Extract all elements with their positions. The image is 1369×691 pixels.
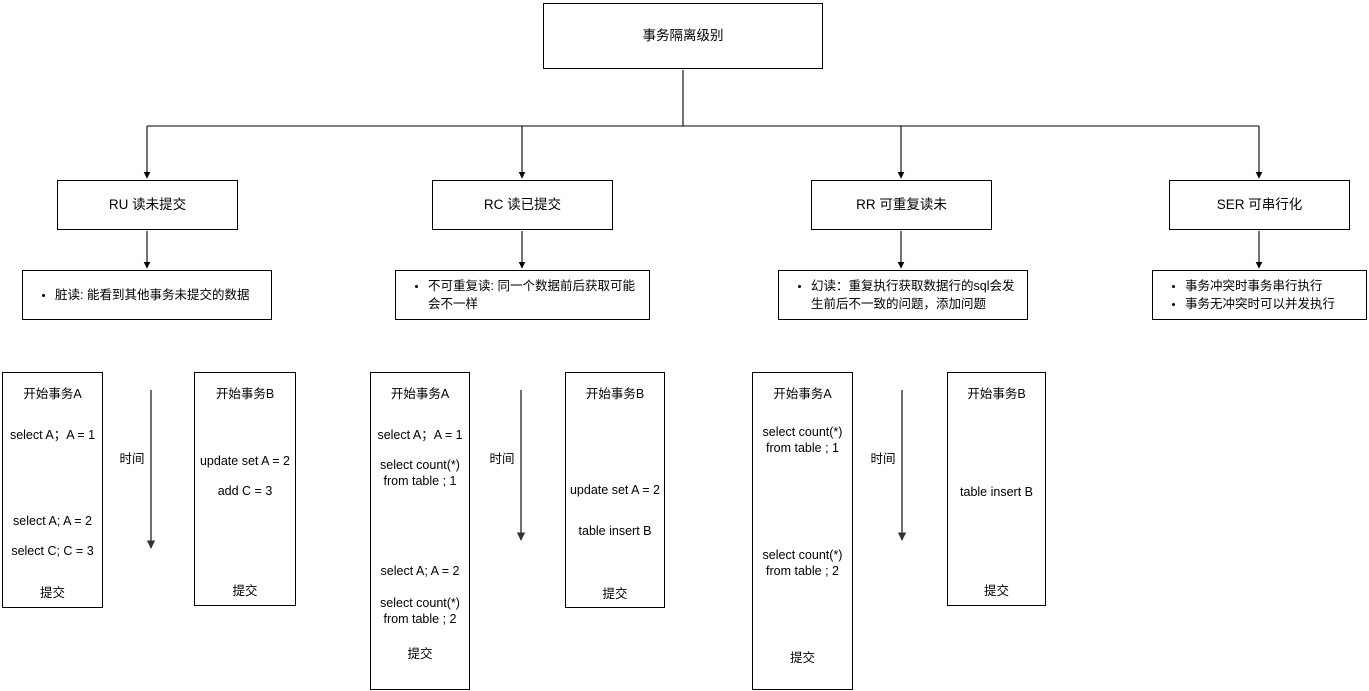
desc-node-ser-bullets: 事务冲突时事务串行执行 事务无冲突时可以并发执行 <box>1171 277 1335 313</box>
desc-node-rc-bullets: 不可重复读: 同一个数据前后获取可能会不一样 <box>414 277 639 313</box>
list-item: 事务无冲突时可以并发执行 <box>1185 295 1335 313</box>
tx-commit: 提交 <box>602 587 628 601</box>
tx-title: 开始事务A <box>23 387 82 401</box>
level-node-ser[interactable]: SER 可串行化 <box>1169 180 1350 230</box>
tx-box-rc-b[interactable]: 开始事务B update set A = 2 table insert B 提交 <box>565 372 665 608</box>
tx-commit: 提交 <box>407 647 433 661</box>
list-item: 事务冲突时事务串行执行 <box>1185 277 1335 295</box>
level-node-ru[interactable]: RU 读未提交 <box>57 180 238 230</box>
tx-step: table insert B <box>578 524 652 538</box>
tx-step: update set A = 2 <box>199 454 290 468</box>
desc-node-rc[interactable]: 不可重复读: 同一个数据前后获取可能会不一样 <box>395 270 650 320</box>
tx-box-rc-a[interactable]: 开始事务A select A；A = 1 select count(*) fro… <box>370 372 470 690</box>
tx-step: select A；A = 1 <box>9 428 96 442</box>
level-node-rr[interactable]: RR 可重复读未 <box>811 180 992 230</box>
tx-step: select count(*) from table ; 1 <box>380 458 460 488</box>
list-item: 不可重复读: 同一个数据前后获取可能会不一样 <box>428 277 639 313</box>
desc-node-rr[interactable]: 幻读：重复执行获取数据行的sql会发生前后不一致的问题，添加问题 <box>778 270 1028 320</box>
tx-commit: 提交 <box>983 584 1009 598</box>
timeline-label-rr: 时间 <box>870 452 896 466</box>
tx-step: select count(*) from table ; 2 <box>762 548 843 578</box>
level-node-ser-label: SER 可串行化 <box>1216 196 1303 212</box>
tx-title: 开始事务A <box>390 387 450 401</box>
tx-step: update set A = 2 <box>569 483 660 497</box>
tx-step: select A；A = 1 <box>377 428 463 442</box>
list-item: 幻读：重复执行获取数据行的sql会发生前后不一致的问题，添加问题 <box>811 277 1017 313</box>
desc-node-ru[interactable]: 脏读: 能看到其他事务未提交的数据 <box>22 270 272 320</box>
level-node-rc[interactable]: RC 读已提交 <box>432 180 613 230</box>
desc-node-ru-bullets: 脏读: 能看到其他事务未提交的数据 <box>41 286 249 304</box>
root-node-label: 事务隔离级别 <box>642 27 724 43</box>
root-node[interactable]: 事务隔离级别 <box>543 3 823 69</box>
desc-node-ser[interactable]: 事务冲突时事务串行执行 事务无冲突时可以并发执行 <box>1152 270 1367 320</box>
list-item: 脏读: 能看到其他事务未提交的数据 <box>55 286 249 304</box>
tx-commit: 提交 <box>39 586 65 600</box>
tx-commit: 提交 <box>232 584 258 598</box>
desc-node-rr-bullets: 幻读：重复执行获取数据行的sql会发生前后不一致的问题，添加问题 <box>797 277 1017 313</box>
tx-box-rr-a[interactable]: 开始事务A select count(*) from table ; 1 sel… <box>752 372 853 690</box>
tx-commit: 提交 <box>789 651 815 665</box>
tx-step: select count(*) from table ; 2 <box>380 596 460 626</box>
level-node-rr-label: RR 可重复读未 <box>856 196 947 212</box>
tx-step: select A; A = 2 <box>380 564 460 578</box>
level-node-rc-label: RC 读已提交 <box>483 196 562 212</box>
level-node-ru-label: RU 读未提交 <box>108 196 187 212</box>
tx-step: select C; C = 3 <box>11 544 94 558</box>
tx-box-rr-b[interactable]: 开始事务B table insert B 提交 <box>947 372 1046 606</box>
timeline-label-rc: 时间 <box>489 452 515 466</box>
tx-title: 开始事务B <box>215 387 275 401</box>
tx-step: select count(*) from table ; 1 <box>762 425 843 455</box>
tx-step: add C = 3 <box>217 484 273 498</box>
timeline-label-ru: 时间 <box>119 452 145 466</box>
tx-title: 开始事务B <box>967 387 1026 401</box>
tx-box-ru-a[interactable]: 开始事务A select A；A = 1 select A; A = 2 sel… <box>2 372 103 608</box>
tx-step: table insert B <box>960 485 1033 499</box>
tx-title: 开始事务B <box>585 387 645 401</box>
tx-step: select A; A = 2 <box>13 514 92 528</box>
tx-box-ru-b[interactable]: 开始事务B update set A = 2 add C = 3 提交 <box>194 372 296 606</box>
tx-title: 开始事务A <box>773 387 832 401</box>
